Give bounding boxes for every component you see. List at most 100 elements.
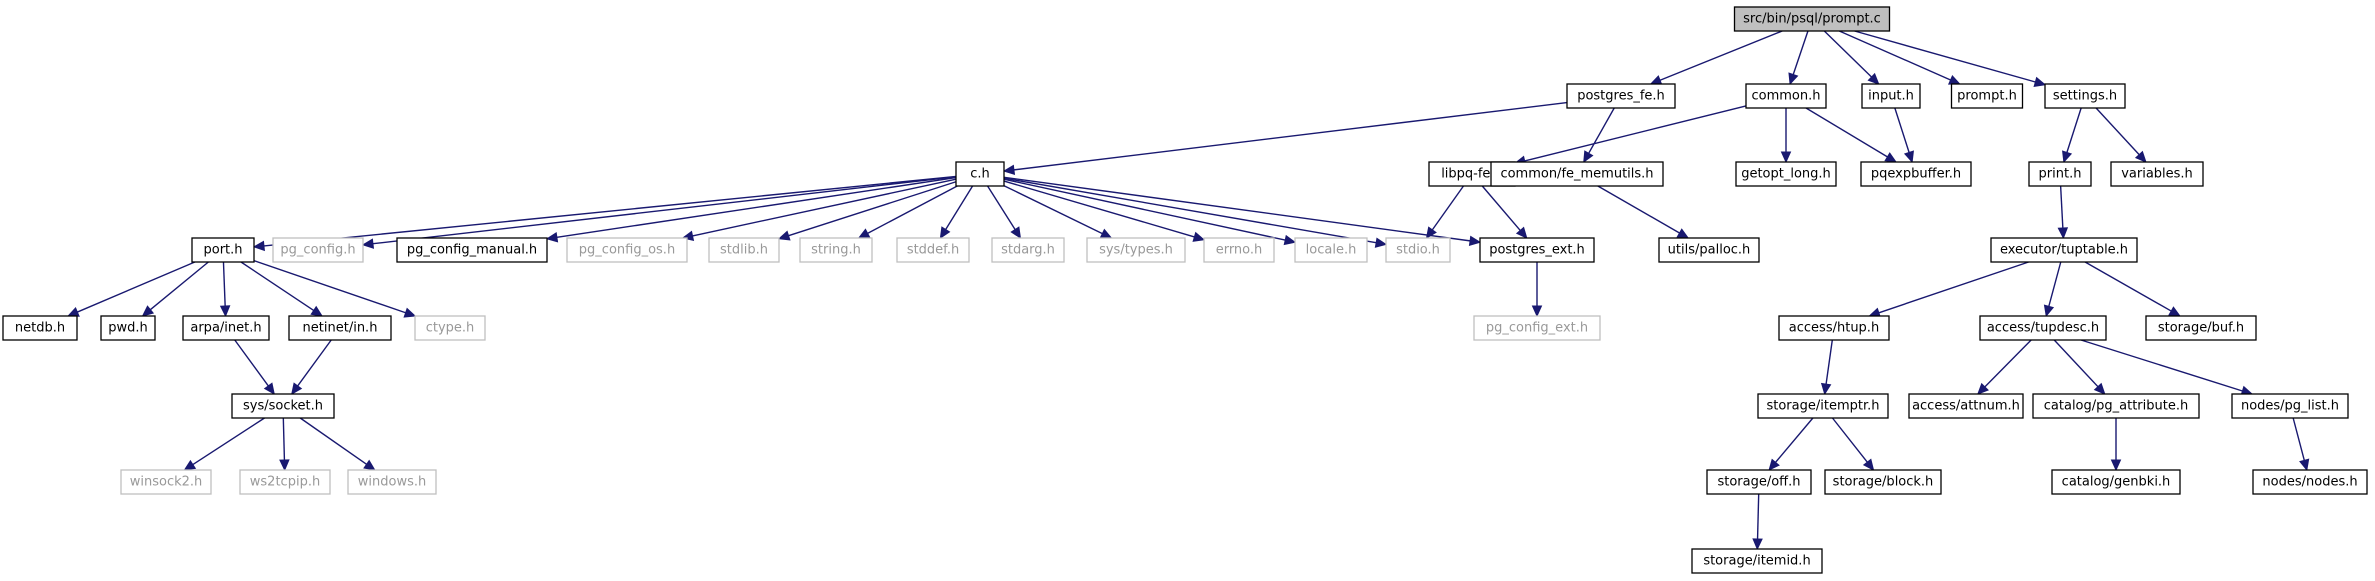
node-catalog-genbki[interactable]: catalog/genbki.h [2051,469,2181,495]
node-fe-memutils[interactable]: common/fe_memutils.h [1490,161,1664,187]
node-ws2tcpip[interactable]: ws2tcpip.h [239,469,331,495]
node-box[interactable] [288,315,392,341]
node-pg-config-manual[interactable]: pg_config_manual.h [396,237,548,263]
node-storage-block[interactable]: storage/block.h [1824,469,1942,495]
node-prompt-h[interactable]: prompt.h [1950,83,2024,109]
node-input[interactable]: input.h [1861,83,1921,109]
node-box[interactable] [1691,548,1823,574]
node-box[interactable] [1473,315,1601,341]
node-box[interactable] [100,315,156,341]
node-box[interactable] [2145,315,2257,341]
node-box[interactable] [566,237,688,263]
node-storage-off[interactable]: storage/off.h [1706,469,1812,495]
node-netinet-in[interactable]: netinet/in.h [288,315,392,341]
node-box[interactable] [239,469,331,495]
node-arpa-inet[interactable]: arpa/inet.h [182,315,270,341]
node-stdio[interactable]: stdio.h [1385,237,1451,263]
node-box[interactable] [1745,83,1827,109]
node-stdarg[interactable]: stdarg.h [991,237,1065,263]
node-box[interactable] [991,237,1065,263]
node-box[interactable] [414,315,486,341]
node-access-tupdesc[interactable]: access/tupdesc.h [1979,315,2107,341]
node-box[interactable] [120,469,212,495]
node-pg-config-ext[interactable]: pg_config_ext.h [1473,315,1601,341]
node-storage-buf[interactable]: storage/buf.h [2145,315,2257,341]
node-box[interactable] [191,237,255,263]
node-box[interactable] [1860,161,1972,187]
node-access-attnum[interactable]: access/attnum.h [1908,393,2024,419]
node-box[interactable] [2028,161,2092,187]
node-nodes-nodes[interactable]: nodes/nodes.h [2252,469,2368,495]
node-getopt-long[interactable]: getopt_long.h [1735,161,1837,187]
node-windows[interactable]: windows.h [347,469,437,495]
node-box[interactable] [1757,393,1889,419]
node-pg-config-os[interactable]: pg_config_os.h [566,237,688,263]
node-box[interactable] [1566,83,1676,109]
node-stdlib[interactable]: stdlib.h [708,237,780,263]
node-box[interactable] [2110,161,2204,187]
node-nodes-pg-list[interactable]: nodes/pg_list.h [2231,393,2349,419]
node-box[interactable] [1203,237,1275,263]
node-pg-config[interactable]: pg_config.h [272,237,364,263]
node-stddef[interactable]: stddef.h [896,237,970,263]
node-box[interactable] [1733,6,1891,32]
node-utils-palloc[interactable]: utils/palloc.h [1658,237,1760,263]
node-box[interactable] [1908,393,2024,419]
node-c-h[interactable]: c.h [955,161,1005,187]
node-storage-itemid[interactable]: storage/itemid.h [1691,548,1823,574]
node-box[interactable] [1294,237,1368,263]
node-access-htup[interactable]: access/htup.h [1778,315,1890,341]
node-box[interactable] [1735,161,1837,187]
node-box[interactable] [1706,469,1812,495]
node-box[interactable] [396,237,548,263]
node-string[interactable]: string.h [799,237,873,263]
node-pqexpbuffer[interactable]: pqexpbuffer.h [1860,161,1972,187]
node-ctype[interactable]: ctype.h [414,315,486,341]
node-box[interactable] [1778,315,1890,341]
node-common[interactable]: common.h [1745,83,1827,109]
node-label: sys/socket.h [243,399,323,414]
node-errno[interactable]: errno.h [1203,237,1275,263]
node-box[interactable] [1824,469,1942,495]
node-box[interactable] [2231,393,2349,419]
node-postgres-ext[interactable]: postgres_ext.h [1479,237,1595,263]
node-box[interactable] [955,161,1005,187]
node-box[interactable] [1950,83,2024,109]
node-box[interactable] [1658,237,1760,263]
node-pwd[interactable]: pwd.h [100,315,156,341]
node-box[interactable] [1861,83,1921,109]
node-netdb[interactable]: netdb.h [2,315,78,341]
node-box[interactable] [231,393,335,419]
node-winsock2[interactable]: winsock2.h [120,469,212,495]
node-settings[interactable]: settings.h [2044,83,2126,109]
node-box[interactable] [896,237,970,263]
node-print[interactable]: print.h [2028,161,2092,187]
node-box[interactable] [1479,237,1595,263]
node-locale[interactable]: locale.h [1294,237,1368,263]
edge-nodes_pg_list-to-nodes_nodes [2292,417,2310,472]
node-variables[interactable]: variables.h [2110,161,2204,187]
node-port[interactable]: port.h [191,237,255,263]
node-catalog-pg-attribute[interactable]: catalog/pg_attribute.h [2032,393,2200,419]
node-box[interactable] [1086,237,1186,263]
node-box[interactable] [799,237,873,263]
node-box[interactable] [2252,469,2368,495]
node-box[interactable] [347,469,437,495]
node-box[interactable] [2032,393,2200,419]
node-box[interactable] [272,237,364,263]
node-box[interactable] [1385,237,1451,263]
node-box[interactable] [1979,315,2107,341]
node-box[interactable] [2,315,78,341]
node-box[interactable] [2044,83,2126,109]
node-tuptable[interactable]: executor/tuptable.h [1990,237,2138,263]
node-storage-itemptr[interactable]: storage/itemptr.h [1757,393,1889,419]
node-box[interactable] [2051,469,2181,495]
node-box[interactable] [182,315,270,341]
node-box[interactable] [708,237,780,263]
node-box[interactable] [1990,237,2138,263]
node-postgres-fe[interactable]: postgres_fe.h [1566,83,1676,109]
node-sys-socket[interactable]: sys/socket.h [231,393,335,419]
node-prompt-c[interactable]: src/bin/psql/prompt.c [1733,6,1891,32]
node-sys-types[interactable]: sys/types.h [1086,237,1186,263]
node-box[interactable] [1490,161,1664,187]
